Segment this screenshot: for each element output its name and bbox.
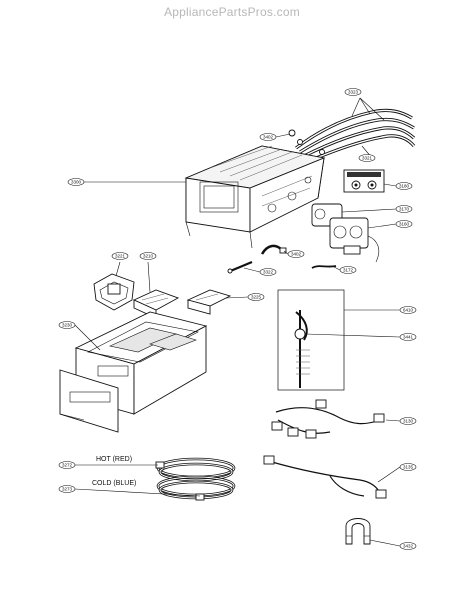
svg-text:3172: 3172 — [343, 268, 354, 273]
svg-text:3323: 3323 — [348, 90, 359, 95]
callout-3130: 3130 — [399, 417, 417, 425]
callout-6410: 6410 — [399, 306, 417, 314]
dispenser-drawer — [59, 311, 208, 433]
callout-3402b: 3402 — [287, 250, 305, 258]
hose-clamp — [288, 129, 325, 155]
hot-hose-label: HOT (RED) — [96, 456, 132, 463]
callout-3272: 3272 — [58, 461, 76, 469]
svg-text:3272: 3272 — [62, 463, 73, 468]
svg-text:3402: 3402 — [291, 252, 302, 257]
callout-3432: 3432 — [399, 542, 417, 550]
svg-text:3130: 3130 — [403, 419, 414, 424]
svg-text:3441: 3441 — [403, 335, 414, 340]
callout-3323: 3323 — [344, 88, 362, 96]
callout-3135: 3135 — [399, 463, 417, 471]
secondary-wire-harness — [263, 455, 387, 499]
callout-3402: 3402 — [259, 133, 277, 141]
leader-lines — [74, 97, 401, 547]
callout-3210: 3210 — [139, 252, 157, 260]
callouts: 3323 3402 3321 3300 3180 3170 3160 3221 — [58, 88, 417, 550]
main-wire-harness — [271, 399, 385, 439]
watermark: AppliancePartsPros.com — [164, 5, 300, 19]
detergent-cap — [186, 289, 232, 315]
callout-3230: 3230 — [58, 321, 76, 329]
svg-text:3210: 3210 — [143, 254, 154, 259]
svg-text:3170: 3170 — [399, 207, 410, 212]
svg-text:3230: 3230 — [62, 323, 73, 328]
callout-3221: 3221 — [111, 252, 129, 260]
callout-3300: 3300 — [67, 178, 85, 186]
svg-text:3225: 3225 — [251, 295, 262, 300]
callout-3172: 3172 — [339, 266, 357, 274]
svg-text:3221: 3221 — [115, 254, 126, 259]
cold-inlet-hose — [156, 475, 236, 501]
svg-text:3432: 3432 — [403, 544, 414, 549]
svg-text:3180: 3180 — [399, 184, 410, 189]
inlet-label-plate — [343, 169, 385, 193]
svg-text:3321: 3321 — [362, 156, 373, 161]
callout-3273: 3273 — [58, 485, 76, 493]
callout-3170: 3170 — [395, 205, 413, 213]
inlet-hose-set — [295, 108, 416, 164]
svg-text:3273: 3273 — [62, 487, 73, 492]
svg-text:3322: 3322 — [263, 270, 274, 275]
svg-text:3160: 3160 — [399, 222, 410, 227]
drain-hose — [311, 265, 337, 269]
callout-3322: 3322 — [259, 268, 277, 276]
callout-3441: 3441 — [399, 333, 417, 341]
siphon-hose — [227, 260, 253, 274]
callout-3321: 3321 — [358, 154, 376, 162]
svg-text:3135: 3135 — [403, 465, 414, 470]
svg-text:6410: 6410 — [403, 308, 414, 313]
dispenser-housing — [184, 145, 326, 249]
callout-3225: 3225 — [247, 293, 265, 301]
cold-hose-label: COLD (BLUE) — [92, 480, 136, 487]
svg-text:3300: 3300 — [71, 180, 82, 185]
hose-clip — [345, 518, 371, 545]
svg-text:3402: 3402 — [263, 135, 274, 140]
connector-hose — [260, 244, 287, 255]
harness-bracket — [277, 289, 345, 391]
water-inlet-valve — [311, 203, 380, 263]
callout-3180: 3180 — [395, 182, 413, 190]
softener-cap — [93, 273, 135, 311]
callout-3160: 3160 — [395, 220, 413, 228]
